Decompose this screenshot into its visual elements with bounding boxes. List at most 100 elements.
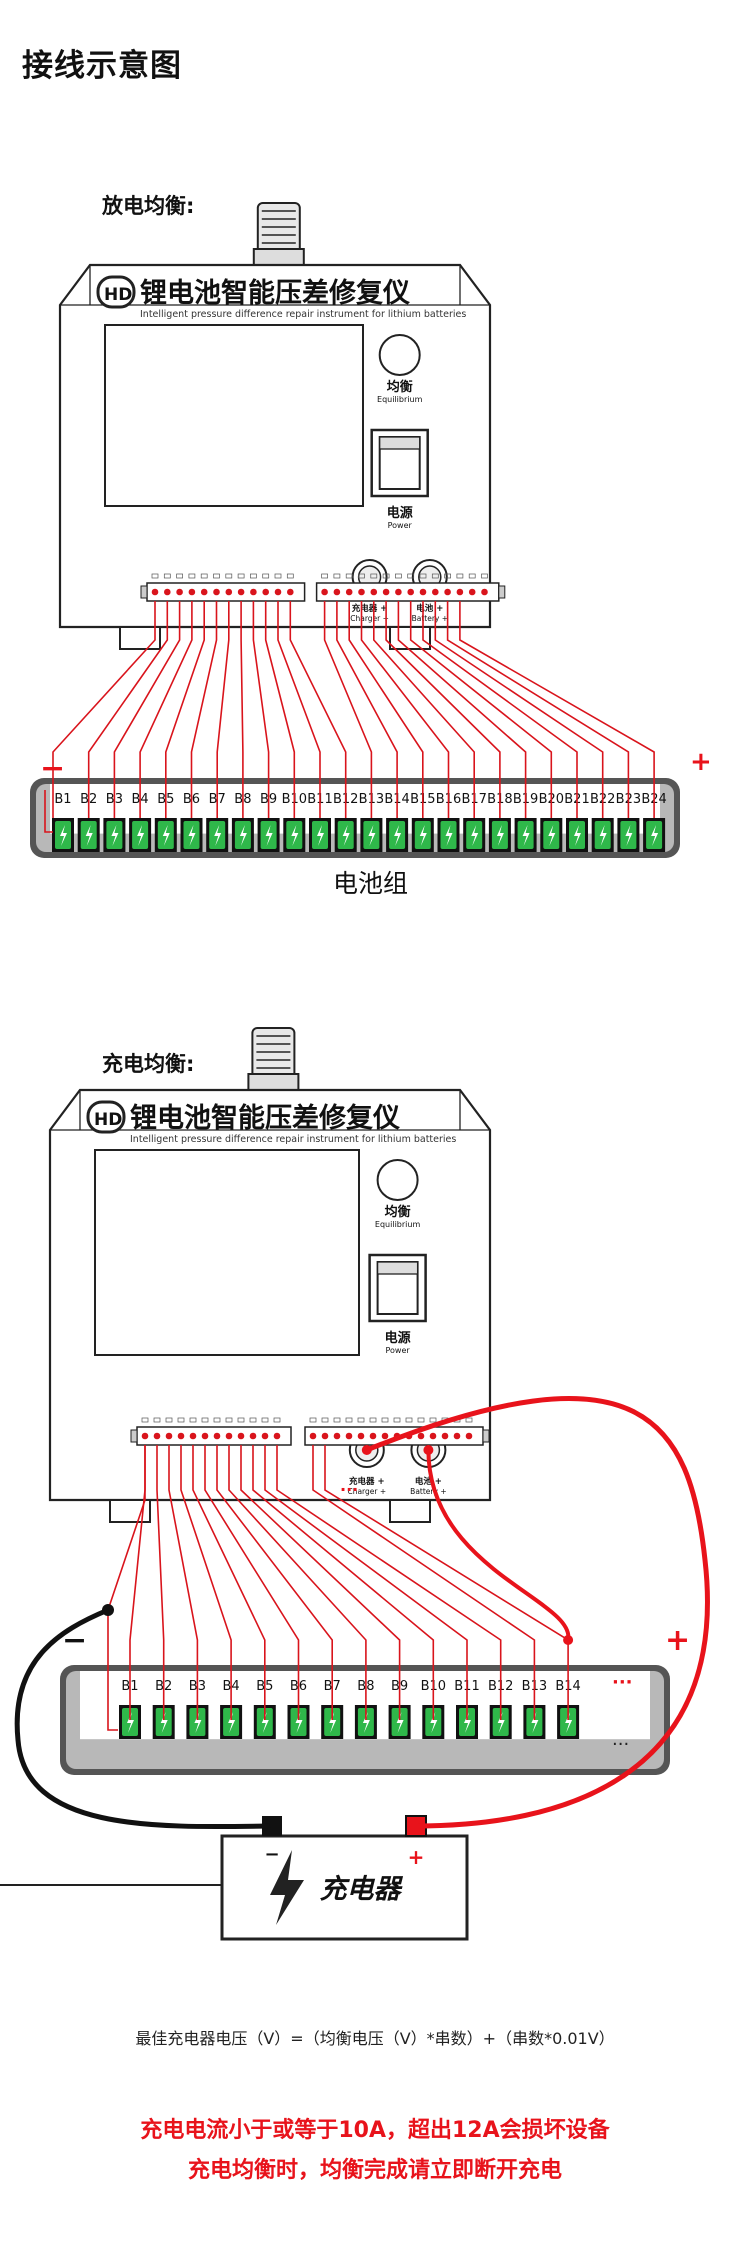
battery-label: 电池 +: [416, 603, 443, 614]
pin-slot: [369, 1417, 377, 1423]
sense-wire: [228, 1445, 367, 1720]
connector-pin: [432, 588, 439, 596]
pin-slot: [309, 1417, 317, 1423]
cell-bolt-B5: [162, 825, 170, 846]
connector-pin: [249, 1432, 257, 1440]
pin-slot: [189, 1417, 197, 1423]
connector-pin: [468, 588, 476, 596]
pin-slot: [151, 573, 159, 579]
equilibrium-label: 均衡: [387, 379, 413, 395]
pin-slot: [163, 573, 171, 579]
bank1-minus: −: [40, 751, 65, 786]
power-label: 电源: [387, 505, 413, 521]
sense-wire: [216, 1445, 334, 1720]
sense-wire: [336, 601, 398, 818]
charger-label-en: Charger +: [350, 614, 389, 623]
sense-wire: [409, 601, 553, 818]
connector-pin: [333, 1432, 341, 1440]
connector-pin: [429, 1432, 437, 1440]
bank2-minus: −: [62, 1623, 87, 1658]
power-switch-top: [379, 436, 421, 450]
cell-bolt-B24: [651, 825, 659, 846]
logo-icon: [86, 1100, 126, 1134]
connector-pin: [381, 1432, 389, 1440]
sense-wire: [446, 601, 630, 818]
sense-wire: [385, 601, 501, 818]
cable-joint: [102, 1604, 114, 1616]
connector-pin: [273, 1432, 281, 1440]
pin-slot: [153, 1417, 161, 1423]
pin-slot: [333, 1417, 341, 1423]
handle-base: [252, 248, 305, 266]
cell-bolt-B19: [522, 825, 530, 846]
pin-slot: [225, 1417, 233, 1423]
connector-pin: [465, 1432, 473, 1440]
neg-wire: [44, 790, 53, 833]
lcd-screen: [104, 324, 364, 507]
sense-wire: [397, 601, 527, 818]
cell-bolt-B22: [599, 825, 607, 846]
pin-slot: [395, 573, 402, 579]
connector-pin: [419, 588, 427, 596]
cell-bolt-B13: [531, 1712, 539, 1733]
cell-label-B1: B1: [54, 792, 71, 807]
connector-pin: [441, 1432, 449, 1440]
power-switch-top: [376, 1261, 419, 1275]
charger-label: 充电器 +: [349, 1476, 385, 1487]
discharge-section-title: 放电均衡:: [102, 194, 195, 218]
sense-wire: [323, 601, 373, 818]
connector-pin: [164, 588, 171, 596]
sense-wire: [276, 1445, 502, 1720]
cell-bolt-B11: [464, 1712, 471, 1733]
sense-wire: [240, 1445, 401, 1720]
connector-pin: [417, 1432, 425, 1440]
connector-pin: [456, 588, 464, 596]
cell-bolt-B18: [496, 825, 504, 846]
connector-pin: [370, 588, 378, 596]
pin-slot: [345, 573, 353, 579]
pin-slot: [333, 573, 341, 579]
pin-slot: [407, 573, 415, 579]
pin-slot: [321, 1417, 329, 1423]
connector-tab: [130, 1429, 138, 1443]
charger-negative-cable: [14, 1607, 271, 1830]
cell-bolt-B16: [445, 825, 453, 846]
pin-slot: [481, 573, 488, 579]
connector-pin: [481, 588, 488, 596]
cell-bolt-B15: [419, 825, 427, 846]
bank1-plus: +: [690, 747, 712, 777]
charger-label: 充电器 +: [352, 603, 388, 614]
pin-slot: [431, 573, 439, 579]
sense-wire: [180, 1445, 232, 1720]
pin-slot: [405, 1417, 413, 1423]
battery-positive-cable: [426, 1449, 571, 1641]
pin-slot: [273, 1417, 281, 1423]
pin-slot: [225, 573, 233, 579]
bank2-more-cells: ...: [612, 1729, 629, 1750]
connector-pin: [407, 588, 415, 596]
connector-pin: [176, 588, 183, 596]
logo-text: HD: [104, 285, 132, 305]
pin-slot: [465, 1417, 473, 1423]
connector-pin: [237, 588, 245, 596]
pin-slot: [249, 1417, 257, 1423]
device-foot: [389, 1499, 431, 1523]
sense-wire: [422, 601, 578, 818]
cell-bolt-B10: [291, 825, 299, 846]
connector-pin: [453, 1432, 461, 1440]
page-title: 接线示意图: [22, 48, 182, 84]
sense-wire: [192, 1445, 266, 1720]
cell-bolt-B7: [329, 1712, 337, 1733]
cell-bolt-B12: [497, 1712, 505, 1733]
pin-slot: [188, 573, 196, 579]
pin-slot: [321, 573, 328, 579]
brand-name-cn: 锂电池智能压差修复仪: [140, 277, 410, 309]
pin-slot: [262, 573, 270, 579]
pin-slot: [468, 573, 476, 579]
connector-pin: [250, 588, 257, 596]
sense-wire: [168, 1445, 199, 1720]
cell-bolt-B8: [362, 1712, 370, 1733]
charger-box: [220, 1834, 469, 1941]
connector-tab: [140, 585, 148, 599]
cell-bolt-B6: [188, 825, 196, 846]
